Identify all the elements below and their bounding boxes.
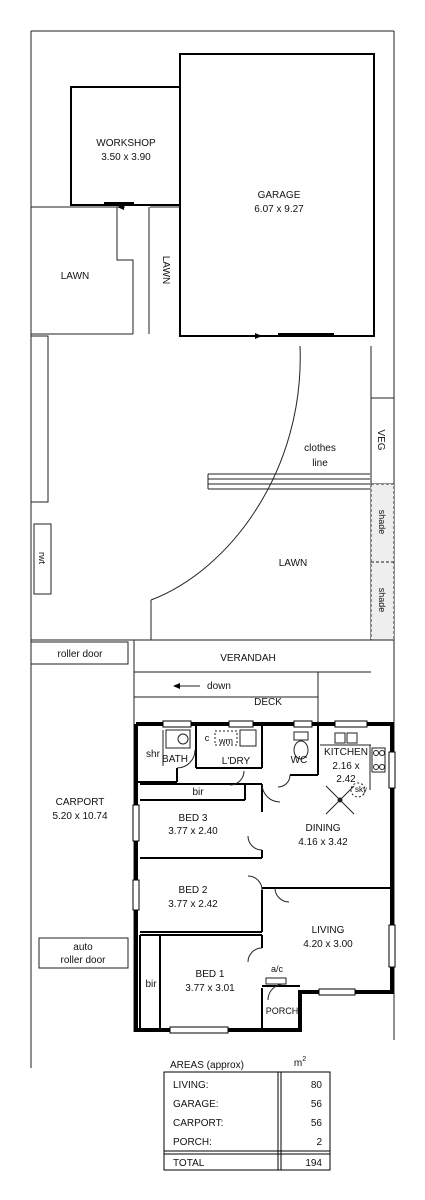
bir-bed3-label: bir [192,787,204,798]
area-row-label: LIVING: [173,1080,209,1091]
shade-label-1: shade [377,510,387,535]
rainwater-tank [33,523,52,595]
roller-door-label: roller door [57,649,103,660]
area-row-label: GARAGE: [173,1099,219,1110]
kitchen-name: KITCHEN [324,747,368,758]
areas-title: AREAS (approx) [170,1060,244,1071]
area-row-value: 2 [316,1137,322,1148]
clothes-line-label2: line [312,458,328,469]
carport-name: CARPORT [56,797,105,808]
cupboard-label: c [205,733,210,743]
laundry-label: L'DRY [222,756,251,767]
carport-dims: 5.20 x 10.74 [52,811,107,822]
clothes-line [207,473,370,490]
areas-unit: m2 [294,1056,306,1069]
shade-label-2: shade [377,588,387,613]
lawn-main-label: LAWN [279,558,308,569]
bed3-dims: 3.77 x 2.40 [168,826,218,837]
house-walls [134,722,394,1032]
labels: WORKSHOP 3.50 x 3.90 GARAGE 6.07 x 9.27 … [37,138,387,1016]
workshop-name: WORKSHOP [96,138,156,149]
bed1-dims: 3.77 x 3.01 [185,983,235,994]
area-total-value: 194 [305,1158,322,1169]
living-name: LIVING [312,925,345,936]
washing-machine-label: wm [218,736,233,746]
dining-name: DINING [306,823,341,834]
house-interior-walls [136,724,392,1030]
kitchen-dims-1: 2.16 x [332,761,359,772]
property-boundary [30,30,395,1068]
porch-label: PORCH [266,1006,299,1016]
area-row-value: 56 [311,1118,323,1129]
area-total-label: TOTAL [173,1158,205,1169]
garage-name: GARAGE [258,190,301,201]
wc-label: WC [291,755,308,766]
area-row-label: PORCH: [173,1137,212,1148]
bed2-dims: 3.77 x 2.42 [168,899,218,910]
down-arrow-icon [173,683,180,689]
bed1-name: BED 1 [196,969,225,980]
garage-dims: 6.07 x 9.27 [254,204,304,215]
side-strip [30,335,49,503]
area-row-value: 56 [311,1099,323,1110]
down-label: down [207,681,231,692]
bath-label: BATH [162,754,188,765]
area-row-label: CARPORT: [173,1118,223,1129]
clothes-line-label1: clothes [304,443,336,454]
kitchen-dims-2: 2.42 [336,774,356,785]
bir-bed1-label: bir [145,979,157,990]
garage [179,53,375,339]
ac-label: a/c [271,964,284,974]
auto-roller-door-box [38,937,129,969]
door-swings [176,749,291,1001]
deck-label: DECK [254,697,282,708]
auto-roller-label-1: auto [73,942,93,953]
skylight-label: sky [355,785,367,794]
areas-table: AREAS (approx) m2 LIVING:80GARAGE:56CARP… [163,1056,331,1171]
workshop-dims: 3.50 x 3.90 [101,152,151,163]
shower-label: shr [146,749,161,760]
roller-door-box [30,641,129,665]
auto-roller-label-2: roller door [60,955,106,966]
lawn-top-label: LAWN [61,271,90,282]
veg-label: VEG [375,429,386,450]
bed3-name: BED 3 [179,813,208,824]
yard-lines [31,206,180,335]
workshop-door-arrow [117,204,124,210]
windows [132,720,396,1034]
curved-path [150,345,301,601]
living-dims: 4.20 x 3.00 [303,939,353,950]
area-row-value: 80 [311,1080,323,1091]
lawn-strip-label: LAWN [160,256,171,285]
rwt-label: rwt [37,552,47,564]
dining-dims: 4.16 x 3.42 [298,837,348,848]
fixtures [162,729,386,985]
bed2-name: BED 2 [179,885,208,896]
verandah-label: VERANDAH [220,653,276,664]
